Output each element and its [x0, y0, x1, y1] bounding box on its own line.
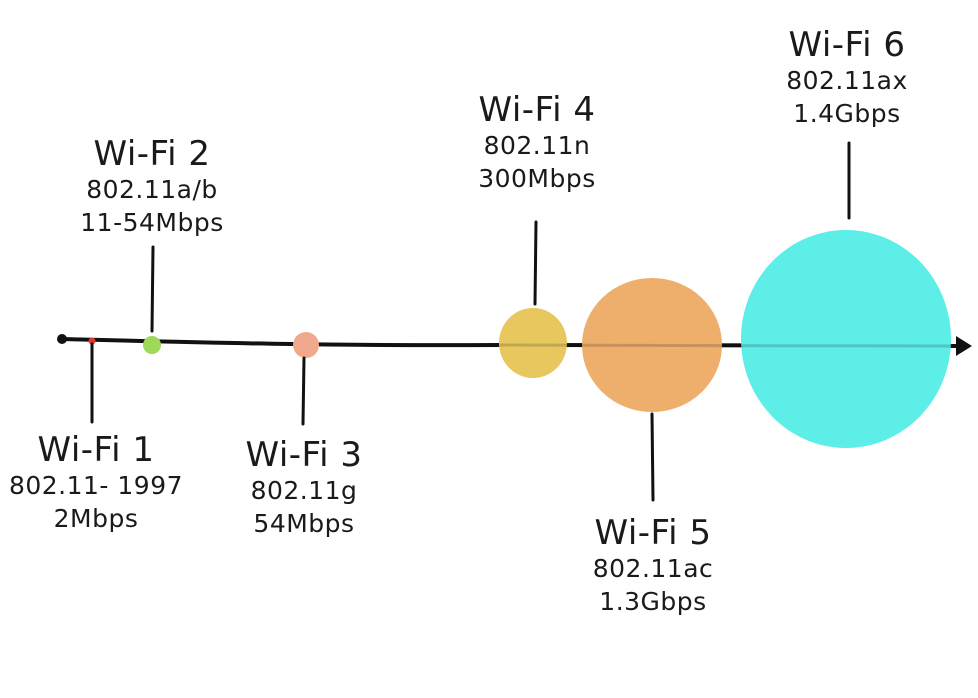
wifi-1-name: Wi-Fi 1 [37, 430, 155, 470]
wifi-6-standard: 802.11ax [786, 66, 908, 95]
wifi-5-name: Wi-Fi 5 [594, 513, 712, 553]
wifi-2-speed: 11-54Mbps [80, 208, 224, 237]
wifi-4-label: Wi-Fi 4 802.11n 300Mbps [478, 91, 596, 195]
wifi-3-label: Wi-Fi 3 802.11g 54Mbps [245, 436, 362, 540]
wifi-1-label: Wi-Fi 1 802.11- 1997 2Mbps [9, 431, 183, 535]
wifi-3-standard: 802.11g [250, 476, 358, 505]
wifi-5-speed: 1.3Gbps [599, 587, 707, 616]
wifi-2-circle [143, 336, 161, 354]
wifi-1-circle [88, 337, 96, 345]
timeline-start-dot [57, 334, 67, 344]
wifi-2-name: Wi-Fi 2 [93, 134, 211, 174]
wifi-3-speed: 54Mbps [253, 509, 355, 538]
wifi-1-standard: 802.11- 1997 [8, 471, 184, 500]
wifi-5-circle [582, 278, 722, 412]
wifi-5-connector [650, 412, 655, 502]
wifi-2-label: Wi-Fi 2 802.11a/b 11-54Mbps [80, 135, 223, 239]
wifi-6-label: Wi-Fi 6 802.11ax 1.4Gbps [786, 26, 908, 130]
wifi-3-circle [293, 332, 319, 358]
wifi-6-circle [741, 230, 951, 448]
wifi-4-name: Wi-Fi 4 [478, 90, 596, 130]
wifi-5-standard: 802.11ac [592, 554, 714, 583]
wifi-4-connector [533, 220, 538, 306]
wifi-1-speed: 2Mbps [53, 504, 139, 533]
wifi-2-standard: 802.11a/b [86, 175, 218, 204]
wifi-4-standard: 802.11n [483, 131, 591, 160]
wifi-3-name: Wi-Fi 3 [245, 435, 363, 475]
wifi-4-speed: 300Mbps [478, 164, 596, 193]
wifi-3-connector [301, 356, 306, 426]
wifi-5-label: Wi-Fi 5 802.11ac 1.3Gbps [593, 514, 714, 618]
wifi-6-speed: 1.4Gbps [793, 99, 901, 128]
wifi-4-circle [499, 308, 567, 378]
wifi-2-connector [150, 245, 155, 333]
timeline-arrow-head [956, 336, 972, 356]
timeline-axis-overlay [499, 343, 953, 348]
wifi-6-name: Wi-Fi 6 [788, 25, 906, 65]
